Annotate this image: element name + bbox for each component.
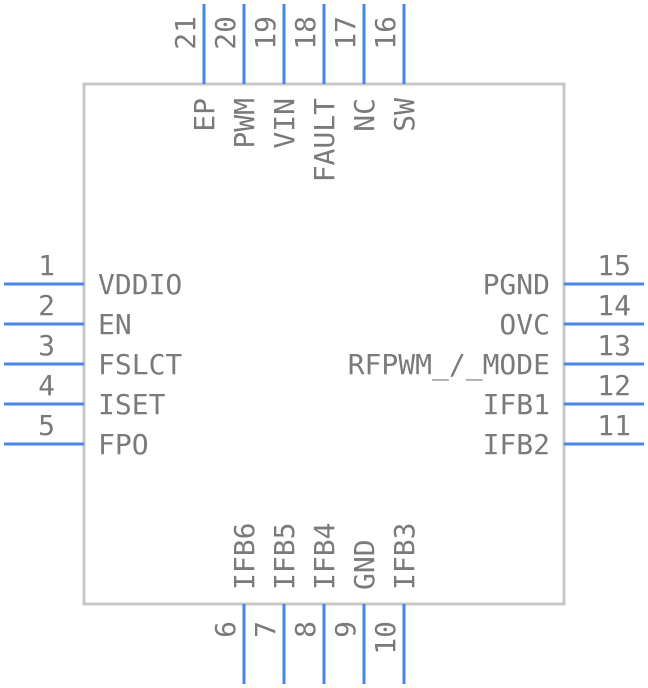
pin-12-name-ifb1: IFB1 (483, 388, 550, 421)
pin-14-name-ovc: OVC (499, 308, 550, 341)
pin-10-name-ifb3: IFB3 (388, 523, 421, 590)
pin-7-number: 7 (249, 621, 282, 638)
pin-12-number: 12 (597, 369, 631, 402)
pin-14-number: 14 (597, 289, 631, 322)
pin-20-name-pwm: PWM (228, 98, 261, 149)
pin-7-name-ifb5: IFB5 (268, 523, 301, 590)
pin-3-name-fslct: FSLCT (98, 348, 182, 381)
pin-6-number: 6 (209, 621, 242, 638)
pin-1-number: 1 (38, 249, 55, 282)
pin-18-name-fault: FAULT (308, 98, 341, 182)
pin-11-number: 11 (597, 409, 631, 442)
pin-20-number: 20 (209, 16, 242, 50)
pin-8-name-ifb4: IFB4 (308, 523, 341, 590)
pin-13-number: 13 (597, 329, 631, 362)
pin-17-name-nc: NC (348, 98, 381, 132)
pin-9-number: 9 (329, 621, 362, 638)
pin-8-number: 8 (289, 621, 322, 638)
pin-17-number: 17 (329, 16, 362, 50)
pin-16-name-sw: SW (388, 98, 421, 132)
pin-15-name-pgnd: PGND (483, 268, 550, 301)
pin-6-name-ifb6: IFB6 (228, 523, 261, 590)
pin-5-name-fpo: FPO (98, 428, 149, 461)
pin-4-name-iset: ISET (98, 388, 166, 421)
pin-11-name-ifb2: IFB2 (483, 428, 550, 461)
pin-3-number: 3 (38, 329, 55, 362)
pin-21-name-ep: EP (188, 98, 221, 132)
pin-1-name-vddio: VDDIO (98, 268, 182, 301)
pin-10-number: 10 (369, 621, 402, 655)
pin-9-name-gnd: GND (348, 539, 381, 590)
pin-15-number: 15 (597, 249, 631, 282)
pin-2-number: 2 (38, 289, 55, 322)
pin-4-number: 4 (38, 369, 55, 402)
pin-19-name-vin: VIN (268, 98, 301, 149)
pin-19-number: 19 (249, 16, 282, 50)
pin-21-number: 21 (169, 16, 202, 50)
pin-13-name-rfpwm-mode: RFPWM_/_MODE (348, 348, 550, 382)
pin-16-number: 16 (369, 16, 402, 50)
pin-2-name-en: EN (98, 308, 132, 341)
pin-5-number: 5 (38, 409, 55, 442)
pin-18-number: 18 (289, 16, 322, 50)
